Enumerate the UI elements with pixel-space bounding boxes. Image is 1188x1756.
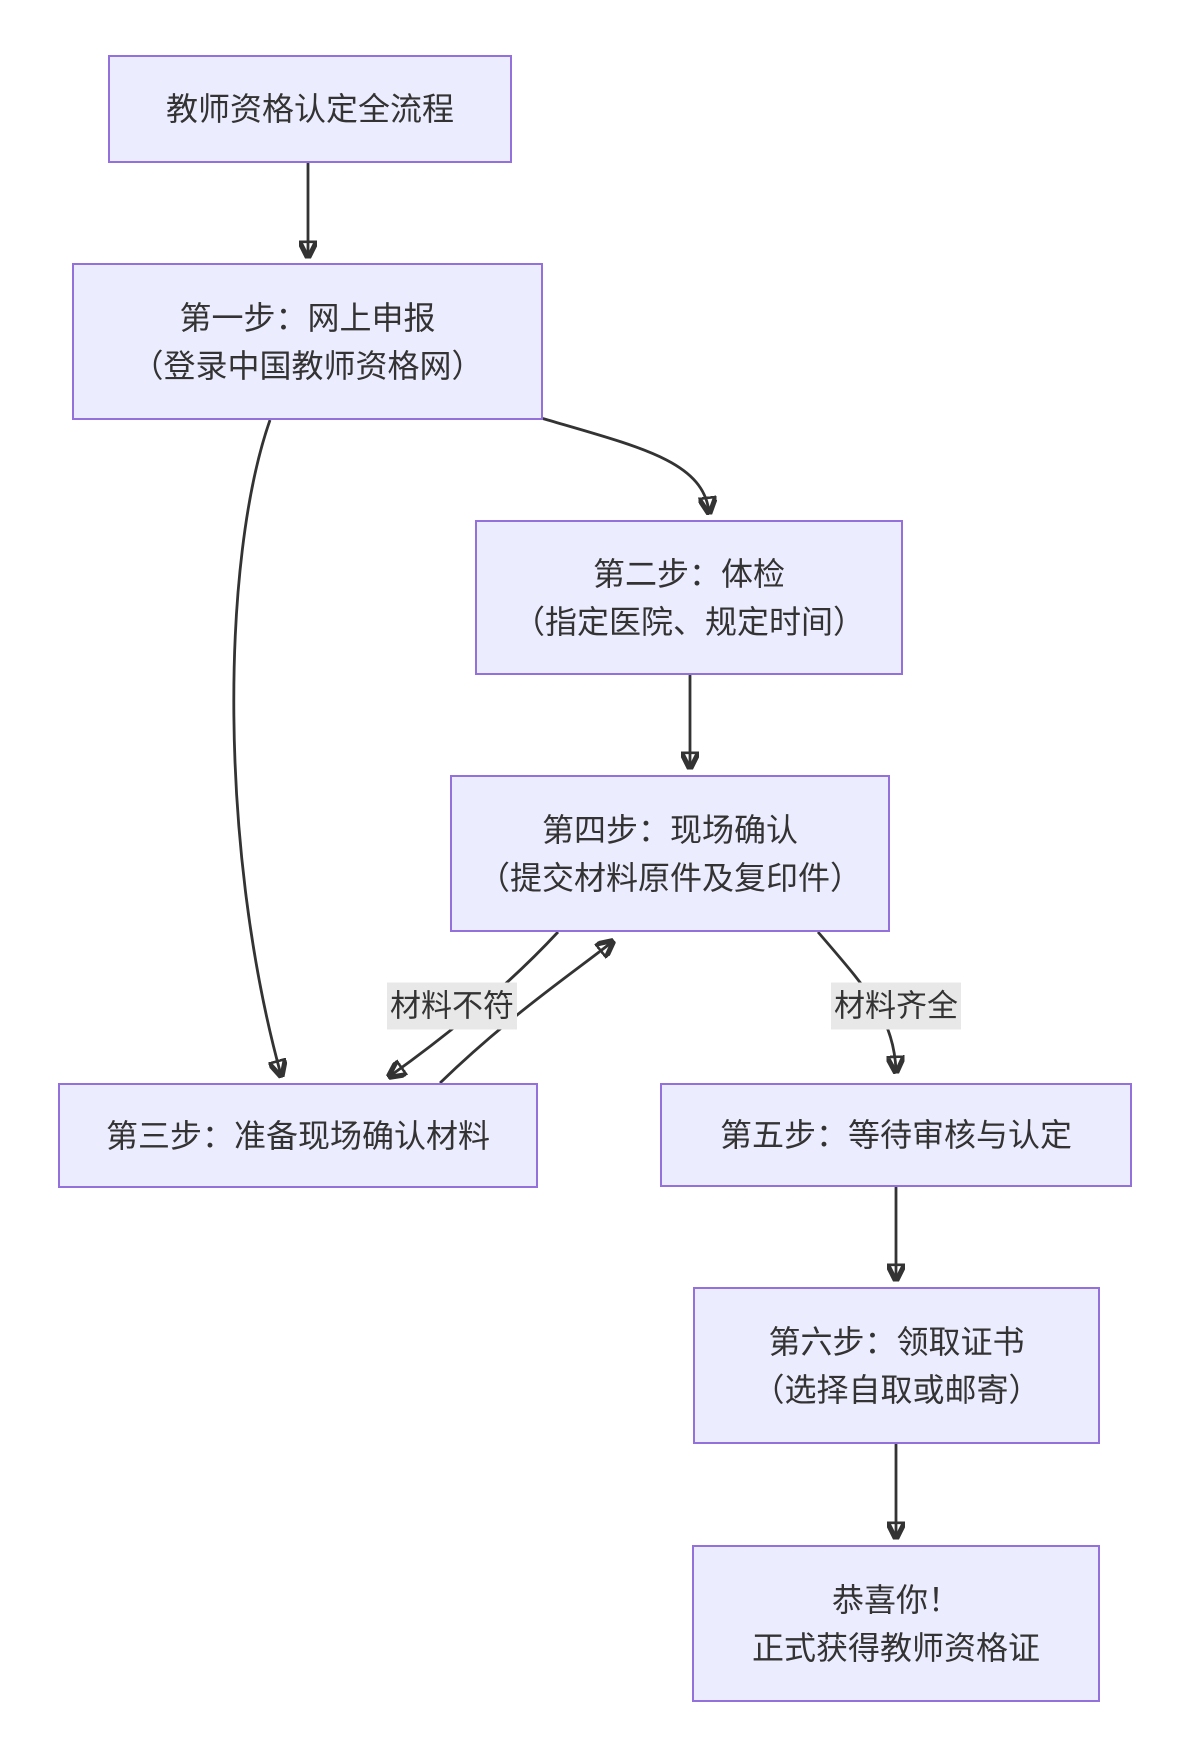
node-final-congratulations: 恭喜你！ 正式获得教师资格证 [692, 1545, 1100, 1702]
node-step5-wait-review: 第五步：等待审核与认定 [660, 1083, 1132, 1187]
node-label-line2: （登录中国教师资格网） [131, 347, 484, 384]
node-label-line1: 恭喜你！ [831, 1581, 960, 1618]
edge-label-materials-mismatch: 材料不符 [387, 982, 517, 1030]
node-step6-get-certificate: 第六步：领取证书 （选择自取或邮寄） [693, 1287, 1100, 1444]
node-process-title: 教师资格认定全流程 [108, 55, 512, 163]
node-label: 第三步：准备现场确认材料 [105, 1117, 490, 1154]
node-label-line2: 正式获得教师资格证 [751, 1629, 1040, 1666]
edge-step1-to-step3 [232, 419, 281, 1075]
node-label-line1: 第二步：体检 [592, 555, 785, 592]
node-label-line1: 第四步：现场确认 [541, 811, 798, 848]
node-label: 第五步：等待审核与认定 [719, 1117, 1072, 1153]
edge-step1-to-step2 [540, 416, 709, 512]
node-label-line1: 第六步：领取证书 [768, 1323, 1025, 1360]
node-step4-onsite-confirmation: 第四步：现场确认 （提交材料原件及复印件） [450, 775, 890, 932]
edge-label-materials-complete: 材料齐全 [831, 982, 961, 1030]
node-step3-prepare-materials: 第三步：准备现场确认材料 [58, 1083, 538, 1188]
node-label-line1: 第一步：网上申报 [179, 299, 436, 336]
node-step1-online-application: 第一步：网上申报 （登录中国教师资格网） [72, 263, 543, 420]
node-step2-physical-exam: 第二步：体检 （指定医院、规定时间） [475, 520, 903, 675]
node-label-line2: （提交材料原件及复印件） [477, 859, 862, 896]
node-label-line2: （指定医院、规定时间） [512, 603, 865, 640]
node-label-line2: （选择自取或邮寄） [752, 1371, 1041, 1408]
edge-step3-to-step4 [439, 942, 612, 1085]
node-label: 教师资格认定全流程 [165, 91, 454, 127]
